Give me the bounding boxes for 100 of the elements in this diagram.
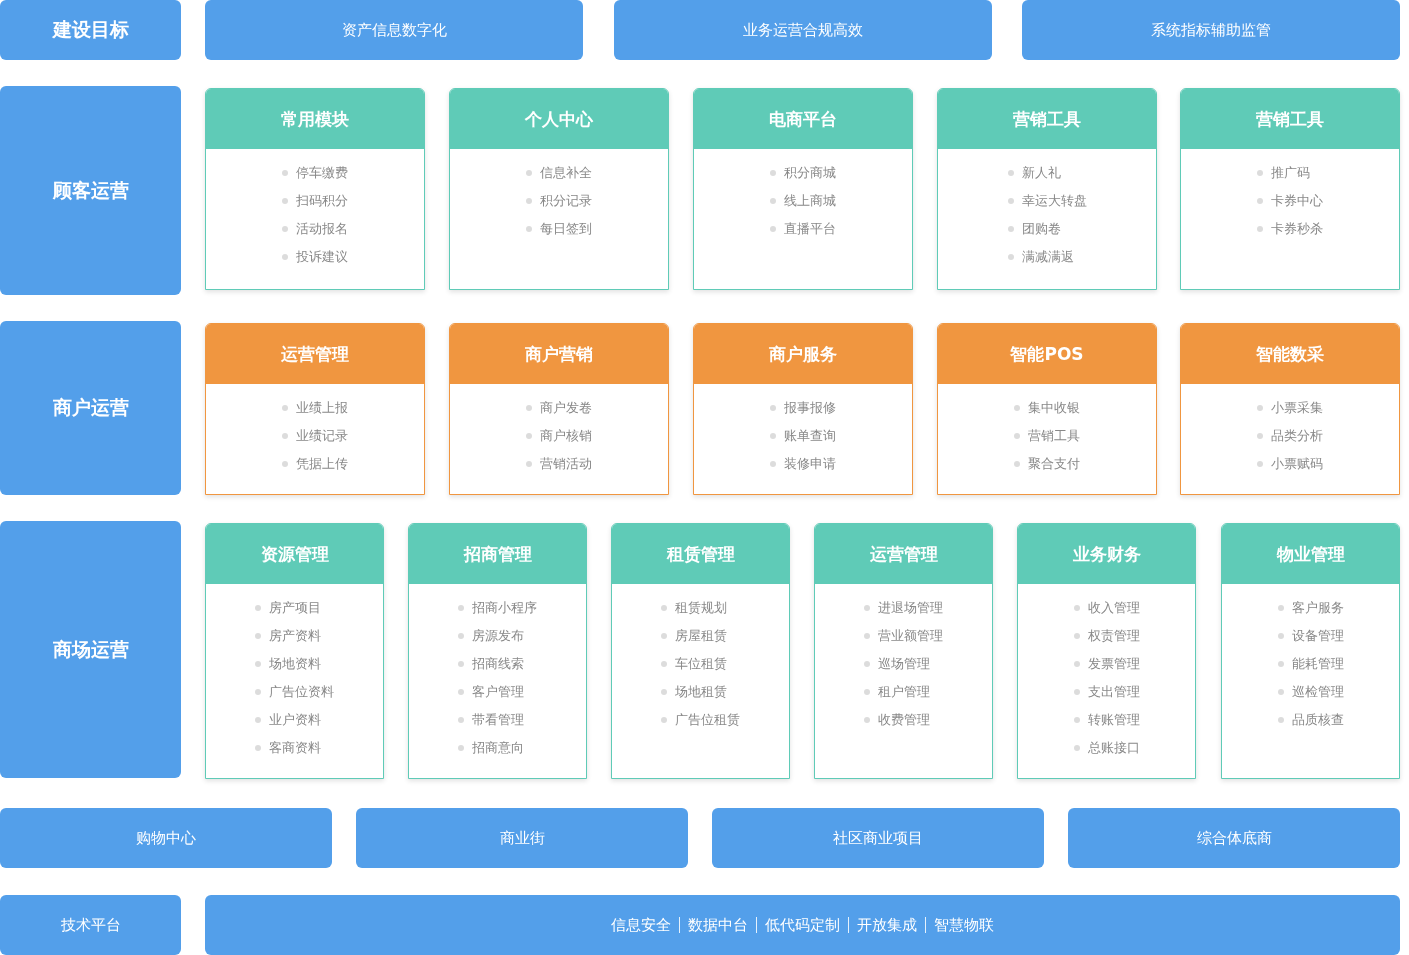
list-item: 卡券秒杀 xyxy=(1271,220,1323,238)
list-item: 集中收银 xyxy=(1028,399,1080,417)
item-label: 综合体底商 xyxy=(1196,828,1272,848)
row-label-box xyxy=(0,521,181,778)
list-item: 停车缴费 xyxy=(296,164,348,182)
card-header: 招商管理 xyxy=(409,524,586,584)
list-item: 品类分析 xyxy=(1271,427,1323,445)
list-item: 卡券中心 xyxy=(1271,192,1323,210)
platform-item: 信息安全 xyxy=(611,915,671,935)
list-item: 积分记录 xyxy=(540,192,592,210)
list-item: 客户服务 xyxy=(1291,599,1344,617)
module-card xyxy=(937,323,1157,495)
list-item: 租赁规划 xyxy=(675,599,727,617)
card-header: 业务财务 xyxy=(1018,524,1195,584)
card-header: 运营管理 xyxy=(815,524,992,584)
card-header: 物业管理 xyxy=(1222,524,1399,584)
list-item: 招商意向 xyxy=(472,739,524,757)
item-label: 技术平台 xyxy=(60,915,121,935)
module-card xyxy=(1017,523,1196,779)
list-item: 客户管理 xyxy=(472,683,524,701)
list-item: 营销活动 xyxy=(540,455,592,473)
list-item: 新人礼 xyxy=(1021,164,1061,182)
platform-item: 低代码定制 xyxy=(765,915,840,935)
list-item: 客商资料 xyxy=(269,739,321,757)
module-card xyxy=(449,323,669,495)
item-label: 资产信息数字化 xyxy=(341,20,447,40)
module-card xyxy=(408,523,587,779)
list-item: 线上商城 xyxy=(784,192,836,210)
list-item: 租户管理 xyxy=(878,683,930,701)
list-item: 业绩上报 xyxy=(296,399,348,417)
list-item: 积分商城 xyxy=(784,164,836,182)
card-header: 智能POS xyxy=(938,324,1156,384)
module-card xyxy=(1221,523,1400,779)
list-item: 推广码 xyxy=(1271,164,1310,182)
list-item: 总账接口 xyxy=(1087,739,1140,757)
item-box xyxy=(1068,808,1400,868)
module-card xyxy=(814,523,993,779)
list-item: 每日签到 xyxy=(540,220,592,238)
list-item: 投诉建议 xyxy=(296,248,348,266)
list-item: 幸运大转盘 xyxy=(1021,192,1087,210)
module-card xyxy=(205,323,425,495)
list-item: 账单查询 xyxy=(784,427,836,445)
module-card xyxy=(693,323,913,495)
list-item: 小票赋码 xyxy=(1271,455,1323,473)
list-item: 能耗管理 xyxy=(1291,655,1344,673)
platform-item: 数据中台 xyxy=(688,915,748,935)
card-header: 运营管理 xyxy=(206,324,424,384)
list-item: 活动报名 xyxy=(296,220,348,238)
list-item: 扫码积分 xyxy=(296,192,348,210)
module-card xyxy=(205,523,384,779)
list-item: 收入管理 xyxy=(1087,599,1140,617)
list-item: 装修申请 xyxy=(784,455,836,473)
module-card xyxy=(611,523,790,779)
list-item: 转账管理 xyxy=(1087,711,1140,729)
card-header: 营销工具 xyxy=(1181,89,1399,149)
list-item: 凭据上传 xyxy=(296,455,348,473)
list-item: 聚合支付 xyxy=(1028,455,1080,473)
card-header: 商户营销 xyxy=(450,324,668,384)
item-label: 系统指标辅助监管 xyxy=(1151,20,1271,40)
item-box xyxy=(614,0,992,60)
list-item: 房屋租赁 xyxy=(675,627,727,645)
list-item: 满减满返 xyxy=(1021,248,1074,266)
list-item: 招商线索 xyxy=(472,655,524,673)
card-header: 资源管理 xyxy=(206,524,383,584)
row-label: 建设目标 xyxy=(52,17,129,42)
row-label: 商场运营 xyxy=(52,636,129,662)
list-item: 巡检管理 xyxy=(1291,683,1344,701)
platform-bar xyxy=(205,895,1400,955)
row-label-box xyxy=(0,0,181,60)
item-label: 购物中心 xyxy=(136,828,196,848)
list-item: 车位租赁 xyxy=(675,655,727,673)
card-header: 个人中心 xyxy=(450,89,668,149)
list-item: 商户核销 xyxy=(540,427,592,445)
list-item: 房产资料 xyxy=(269,627,321,645)
list-item: 营业额管理 xyxy=(878,627,943,645)
item-box xyxy=(356,808,688,868)
item-label: 商业街 xyxy=(499,828,545,848)
card-header: 商户服务 xyxy=(694,324,912,384)
row-label: 顾客运营 xyxy=(52,177,129,203)
item-label: 社区商业项目 xyxy=(833,828,923,848)
list-item: 支出管理 xyxy=(1087,683,1140,701)
list-item: 房源发布 xyxy=(472,627,524,645)
list-item: 巡场管理 xyxy=(878,655,930,673)
row-label: 商户运营 xyxy=(52,395,129,420)
card-header: 营销工具 xyxy=(938,89,1156,149)
list-item: 信息补全 xyxy=(540,164,592,182)
list-item: 商户发卷 xyxy=(540,399,592,417)
module-card xyxy=(1180,88,1400,290)
list-item: 带看管理 xyxy=(472,711,524,729)
card-header: 常用模块 xyxy=(206,89,424,149)
list-item: 业户资料 xyxy=(269,711,321,729)
platform-item: 智慧物联 xyxy=(934,915,994,935)
card-header: 智能数采 xyxy=(1181,324,1399,384)
card-header: 电商平台 xyxy=(694,89,912,149)
list-item: 进退场管理 xyxy=(878,599,943,617)
row-label-box xyxy=(0,86,181,295)
item-box xyxy=(0,895,181,955)
item-box xyxy=(1022,0,1400,60)
module-card xyxy=(693,88,913,290)
platform-item: 开放集成 xyxy=(857,915,917,935)
